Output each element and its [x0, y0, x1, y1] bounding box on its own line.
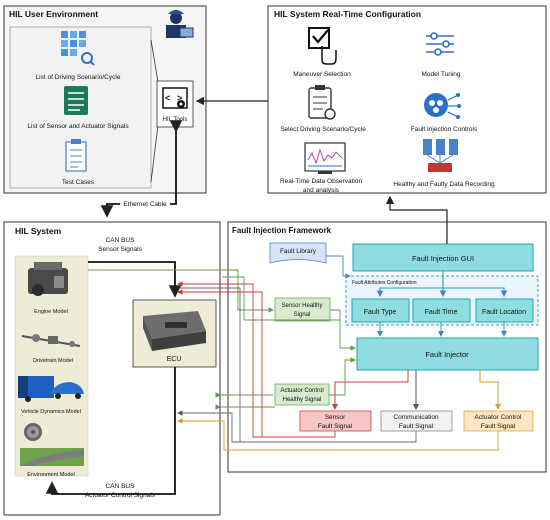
- fault-time-label: Fault Time: [425, 309, 458, 316]
- rt-item-select-scenario: Select Driving Scenario/Cycle: [280, 126, 366, 133]
- communication-fault-line1: Communication: [393, 414, 439, 421]
- fault-library-label: Fault Library: [280, 248, 317, 255]
- actuator-fault-line1: Actuator Control: [475, 414, 523, 421]
- communication-fault-line2: Fault Signal: [399, 423, 434, 430]
- driving-scenario-clipboard-icon: [308, 85, 336, 120]
- user-env-panel: HIL User Environment List of Driving Sce…: [3, 5, 207, 194]
- svg-text:>: >: [177, 93, 182, 103]
- actuator-healthy-line1: Actuator Control: [280, 388, 323, 394]
- can-bus-bottom-1: CAN BUS: [106, 483, 136, 490]
- actuator-healthy-line2: Healthy Signal: [283, 397, 322, 403]
- rt-item-maneuver: Maneuver Selection: [293, 71, 351, 78]
- rt-item-data-observation: Real-Time Data Observation: [280, 178, 363, 185]
- fault-injector-label: Fault Injector: [425, 350, 469, 359]
- engine-model-icon: [28, 262, 68, 296]
- actuator-fault-signal-box: [463, 410, 534, 432]
- rt-item-data-recording: Healthy and Faulty Data Recording: [393, 181, 495, 188]
- user-env-title: HIL User Environment: [9, 9, 98, 19]
- fault-location-label: Fault Location: [482, 309, 526, 316]
- ethernet-label: Ethernet Cable: [123, 201, 167, 208]
- driving-scenario-grid-icon: [61, 31, 95, 66]
- vehicle-dynamics-model-icon: [18, 376, 84, 402]
- sensor-fault-signal-box: [299, 410, 372, 432]
- sensor-fault-line2: Fault Signal: [318, 423, 353, 430]
- sensor-healthy-signal-box: [274, 297, 331, 322]
- model-vehicle-dynamics-label: Vehicle Dynamics Model: [21, 409, 81, 415]
- model-environment-label: Environment Model: [27, 472, 74, 478]
- fault-library-doc: [269, 242, 327, 264]
- engineer-user-icon: [166, 10, 194, 38]
- actuator-healthy-signal-box: [274, 383, 330, 406]
- ecu-module-icon: [143, 311, 206, 351]
- hil-tools-label: HIL Tools: [163, 117, 188, 123]
- data-recording-server-icon: [423, 139, 458, 172]
- model-engine-label: Engine Model: [34, 309, 68, 315]
- drivetrain-model-icon: [21, 334, 81, 347]
- sensor-fault-line1: Sensor: [325, 414, 346, 421]
- hil-tools-code-gear-icon: < >: [162, 87, 188, 109]
- rt-item-data-observation-2: and analysis: [303, 187, 340, 194]
- user-env-item-signals: List of Sensor and Actuator Signals: [27, 123, 129, 130]
- fault-gui-box: [352, 243, 534, 272]
- rt-item-model-tuning: Model Tuning: [421, 71, 460, 78]
- fault-attributes-title: Fault Attributes Configuration: [352, 280, 417, 286]
- fault-injector-box: [356, 337, 539, 371]
- communication-fault-signal-box: [380, 410, 453, 432]
- fault-framework-title: Fault Injection Framework: [232, 226, 332, 235]
- fault-framework-panel: Fault Injection Framework Fault Library …: [227, 221, 547, 473]
- sensor-healthy-line1: Sensor Healthy: [281, 303, 322, 309]
- user-env-item-test-cases: Test Cases: [62, 179, 95, 186]
- fault-injection-network-icon: [424, 93, 461, 119]
- rt-config-panel: HIL System Real-Time Configuration Maneu…: [267, 5, 547, 194]
- can-bus-top-1: CAN BUS: [106, 237, 136, 244]
- can-bus-top-2: Sensor Signals: [98, 246, 142, 253]
- signal-list-icon: [64, 86, 88, 115]
- fault-gui-label: Fault Injection GUI: [412, 254, 474, 263]
- model-tuning-sliders-icon: [426, 32, 454, 56]
- test-cases-checklist-icon: [65, 139, 87, 172]
- hil-system-title: HIL System: [15, 226, 62, 236]
- model-drivetrain-label: Drivetrain Model: [33, 358, 73, 364]
- rt-config-title: HIL System Real-Time Configuration: [274, 9, 421, 19]
- user-env-item-scenarios: List of Driving Scenario/Cycle: [36, 74, 121, 81]
- environment-model-icon: [20, 423, 84, 466]
- actuator-fault-line2: Fault Signal: [481, 423, 516, 430]
- maneuver-selection-icon: [308, 27, 337, 65]
- data-monitor-icon: [304, 142, 346, 174]
- hil-system-panel: HIL System CAN BUS Sensor Signals Engine…: [3, 221, 221, 516]
- sensor-healthy-line2: Signal: [294, 312, 311, 318]
- svg-text:<: <: [165, 93, 170, 103]
- ecu-label: ECU: [167, 356, 182, 363]
- fault-type-label: Fault Type: [364, 309, 397, 316]
- rt-item-fault-controls: Fault Injection Controls: [411, 126, 478, 133]
- can-bus-bottom-2: Actuator Control Signals: [85, 492, 156, 499]
